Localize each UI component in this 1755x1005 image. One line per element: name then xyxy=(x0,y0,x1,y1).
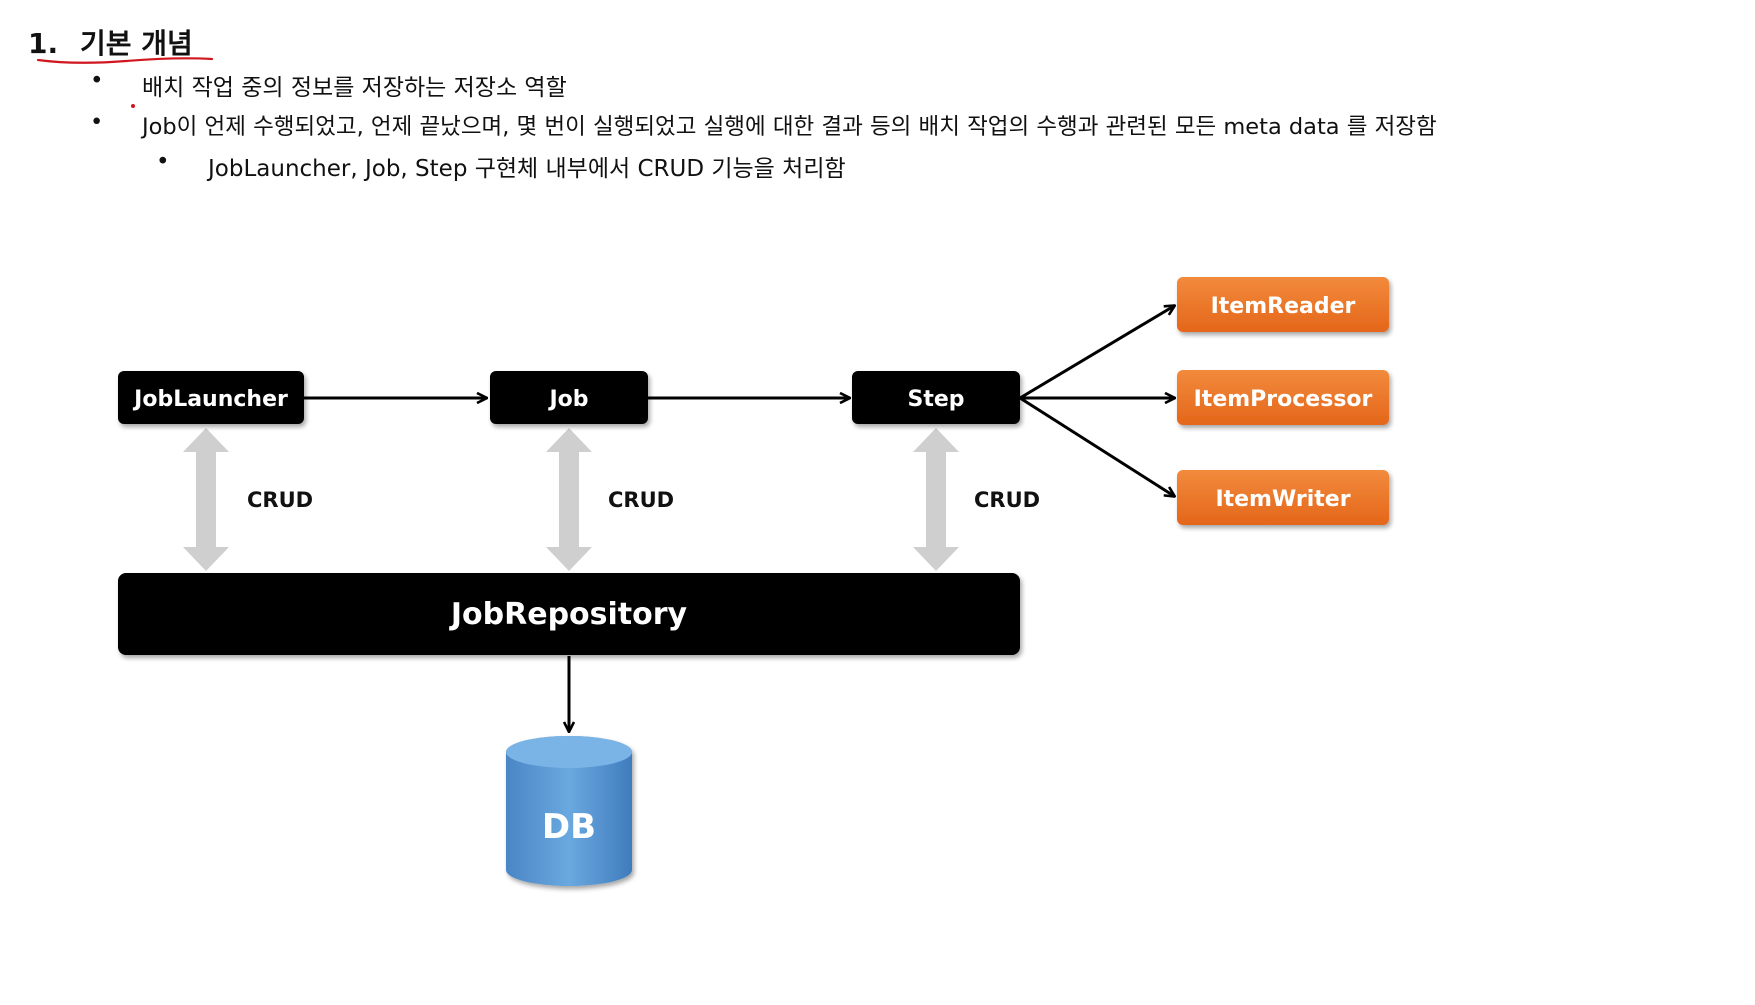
handwritten-underline xyxy=(36,57,214,64)
crud-arrow-step xyxy=(913,428,959,571)
item-processor-box: ItemProcessor xyxy=(1177,370,1389,425)
bullet-item: • Job이 언제 수행되었고, 언제 끝났으며, 몇 번이 실행되었고 실행에… xyxy=(90,109,1437,141)
db-cylinder: DB xyxy=(506,736,632,886)
bullet-item: • 배치 작업 중의 정보를 저장하는 저장소 역할 xyxy=(90,68,567,102)
crud-label: CRUD xyxy=(247,488,313,512)
bullet-dot: • xyxy=(90,109,104,135)
arrow-step-to-itemreader xyxy=(1019,306,1174,400)
crud-label: CRUD xyxy=(608,488,674,512)
crud-arrow-joblauncher xyxy=(183,428,229,571)
bullet-text: JobLauncher, Job, Step 구현체 내부에서 CRUD 기능을… xyxy=(208,156,846,182)
item-writer-box: ItemWriter xyxy=(1177,470,1389,525)
section-heading: 1. 기본 개념 xyxy=(28,22,193,62)
arrow-step-to-itemwriter xyxy=(1019,396,1174,496)
job-launcher-box: JobLauncher xyxy=(118,371,304,424)
bullet-dot: • xyxy=(156,149,170,175)
bullet-text: Job이 언제 수행되었고, 언제 끝났으며, 몇 번이 실행되었고 실행에 대… xyxy=(142,114,1437,140)
db-label: DB xyxy=(542,807,596,847)
job-launcher-label: JobLauncher xyxy=(132,387,288,412)
step-box: Step xyxy=(852,371,1020,424)
sub-bullet-item: • JobLauncher, Job, Step 구현체 내부에서 CRUD 기… xyxy=(156,149,846,183)
item-processor-label: ItemProcessor xyxy=(1194,387,1373,412)
section-number: 1. xyxy=(28,27,59,60)
handwritten-dot xyxy=(131,104,135,108)
bullet-dot: • xyxy=(90,68,104,94)
item-writer-label: ItemWriter xyxy=(1215,487,1350,512)
job-repository-box: JobRepository xyxy=(118,573,1020,655)
item-reader-box: ItemReader xyxy=(1177,277,1389,332)
job-label: Job xyxy=(547,387,588,412)
job-box: Job xyxy=(490,371,648,424)
crud-arrow-job xyxy=(546,428,592,571)
crud-label: CRUD xyxy=(974,488,1040,512)
bullet-text: 배치 작업 중의 정보를 저장하는 저장소 역할 xyxy=(142,75,567,101)
section-title: 기본 개념 xyxy=(80,27,193,60)
item-reader-label: ItemReader xyxy=(1211,294,1356,319)
job-repository-label: JobRepository xyxy=(449,597,688,632)
step-label: Step xyxy=(907,387,964,412)
